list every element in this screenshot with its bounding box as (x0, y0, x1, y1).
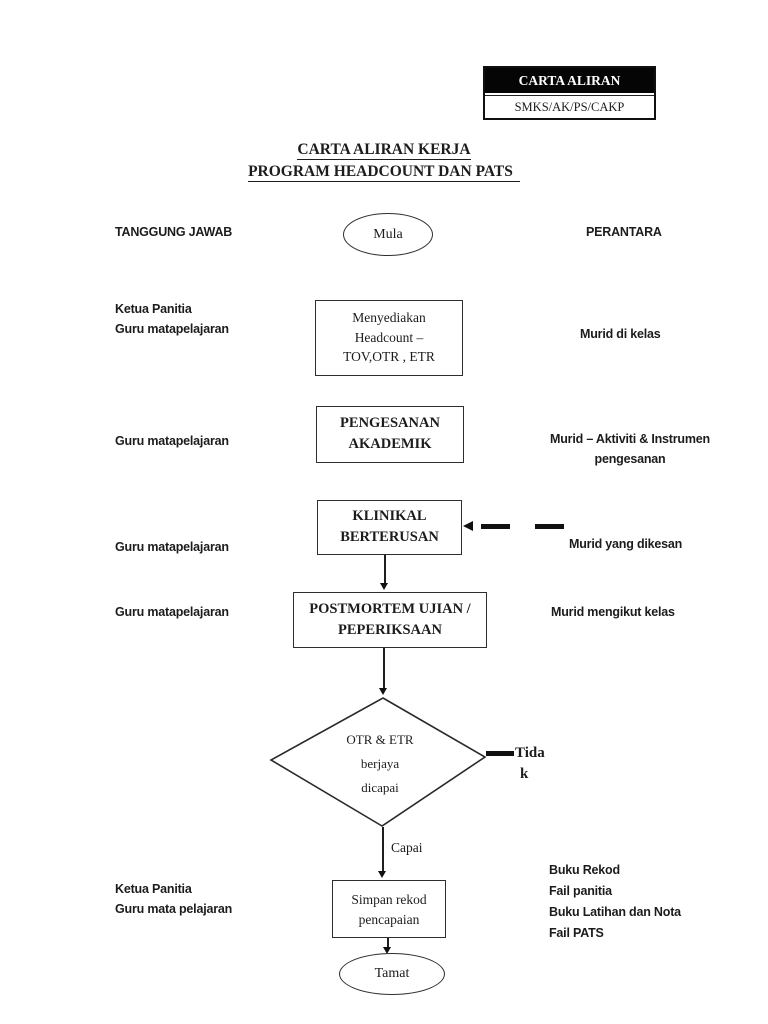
flow-start-label: Mula (373, 226, 403, 242)
decision-line1: OTR & ETR (346, 732, 414, 747)
column-header-right: PERANTARA (586, 225, 662, 239)
right-label-row2: Murid – Aktiviti & Instrumen pengesanan (538, 429, 722, 469)
arrowhead-into-end-icon (383, 947, 391, 954)
column-header-left: TANGGUNG JAWAB (115, 225, 233, 239)
left-label-row2: Guru matapelajaran (115, 434, 229, 448)
right-label-row5-line4: Fail PATS (549, 926, 604, 940)
right-label-row5-line2: Fail panitia (549, 884, 612, 898)
right-label-row5-line3: Buku Latihan dan Nota (549, 905, 681, 919)
box1-line3: TOV,OTR , ETR (343, 349, 435, 364)
left-label-row5-line1: Ketua Panitia (115, 882, 192, 896)
connector-box5-end (387, 938, 389, 948)
box4-line1: POSTMORTEM UJIAN / (309, 601, 471, 617)
page-title-line2: PROGRAM HEADCOUNT DAN PATS (0, 161, 768, 182)
left-label-row5-line2: Guru mata pelajaran (115, 902, 233, 916)
no-branch-line (486, 751, 514, 756)
decision-line2: berjaya (360, 756, 400, 771)
left-label-row1-line1: Ketua Panitia (115, 302, 192, 316)
connector-box3-box4 (384, 555, 386, 583)
right-label-row5-line1: Buku Rekod (549, 863, 620, 877)
left-label-row5: Ketua Panitia Guru mata pelajaran (115, 879, 232, 919)
dashed-arrowhead-left-icon (463, 521, 473, 531)
right-label-row4: Murid mengikut kelas (551, 605, 675, 619)
right-label-row1: Murid di kelas (580, 327, 661, 341)
header-badge: CARTA ALIRAN SMKS/AK/PS/CAKP (483, 66, 656, 120)
decision-label: OTR & ETR berjaya dicapai (300, 728, 460, 800)
right-label-row2-line1: Murid – Aktiviti & Instrumen (550, 432, 710, 446)
page-title-line1: CARTA ALIRAN KERJA (297, 141, 471, 160)
box5-line2: pencapaian (358, 912, 420, 927)
connector-box4-diamond (383, 648, 385, 688)
box3-line1: KLINIKAL (352, 508, 427, 524)
flow-box-klinikal-berterusan: KLINIKAL BERTERUSAN (317, 500, 462, 555)
box2-line2: AKADEMIK (348, 436, 432, 452)
dashed-arrow-dash1 (481, 524, 510, 529)
right-label-row3: Murid yang dikesan (569, 537, 683, 551)
badge-title: CARTA ALIRAN (485, 68, 654, 95)
arrowhead-into-box5-icon (378, 871, 386, 878)
right-label-row5: Buku Rekod Fail panitia Buku Latihan dan… (549, 860, 681, 944)
right-label-row2-line2: pengesanan (594, 452, 666, 466)
left-label-row1: Ketua Panitia Guru matapelajaran (115, 299, 229, 339)
badge-code: SMKS/AK/PS/CAKP (485, 95, 654, 118)
left-label-row4: Guru matapelajaran (115, 605, 229, 619)
box5-line1: Simpan rekod (351, 892, 427, 907)
arrowhead-into-diamond-icon (379, 688, 387, 695)
decision-diamond-shape (269, 697, 487, 827)
box2-line1: PENGESANAN (340, 415, 440, 431)
page-title: CARTA ALIRAN KERJA PROGRAM HEADCOUNT DAN… (0, 139, 768, 182)
connector-diamond-box5 (382, 827, 384, 871)
dashed-arrow-dash2 (535, 524, 564, 529)
box1-line2: Headcount – (354, 329, 424, 345)
flow-end-label: Tamat (374, 966, 410, 981)
left-label-row1-line2: Guru matapelajaran (115, 322, 229, 336)
arrowhead-into-box4-icon (380, 583, 388, 590)
no-branch-label-part2: k (520, 766, 529, 782)
flow-box-menyediakan-headcount: Menyediakan Headcount – TOV,OTR , ETR (315, 300, 463, 376)
box4-line2: PEPERIKSAAN (338, 622, 442, 638)
flow-end-node: Tamat (339, 953, 445, 995)
flow-box-postmortem: POSTMORTEM UJIAN / PEPERIKSAAN (293, 592, 487, 648)
no-branch-label-part1: Tida (515, 745, 545, 761)
flow-start-node: Mula (343, 213, 433, 256)
box1-line1: Menyediakan (352, 310, 426, 325)
decision-line3: dicapai (361, 780, 399, 795)
flow-box-simpan-rekod: Simpan rekod pencapaian (332, 880, 446, 938)
yes-branch-label: Capai (391, 840, 423, 855)
left-label-row3: Guru matapelajaran (115, 540, 229, 554)
box3-line2: BERTERUSAN (340, 529, 439, 545)
flow-box-pengesanan-akademik: PENGESANAN AKADEMIK (316, 406, 464, 463)
